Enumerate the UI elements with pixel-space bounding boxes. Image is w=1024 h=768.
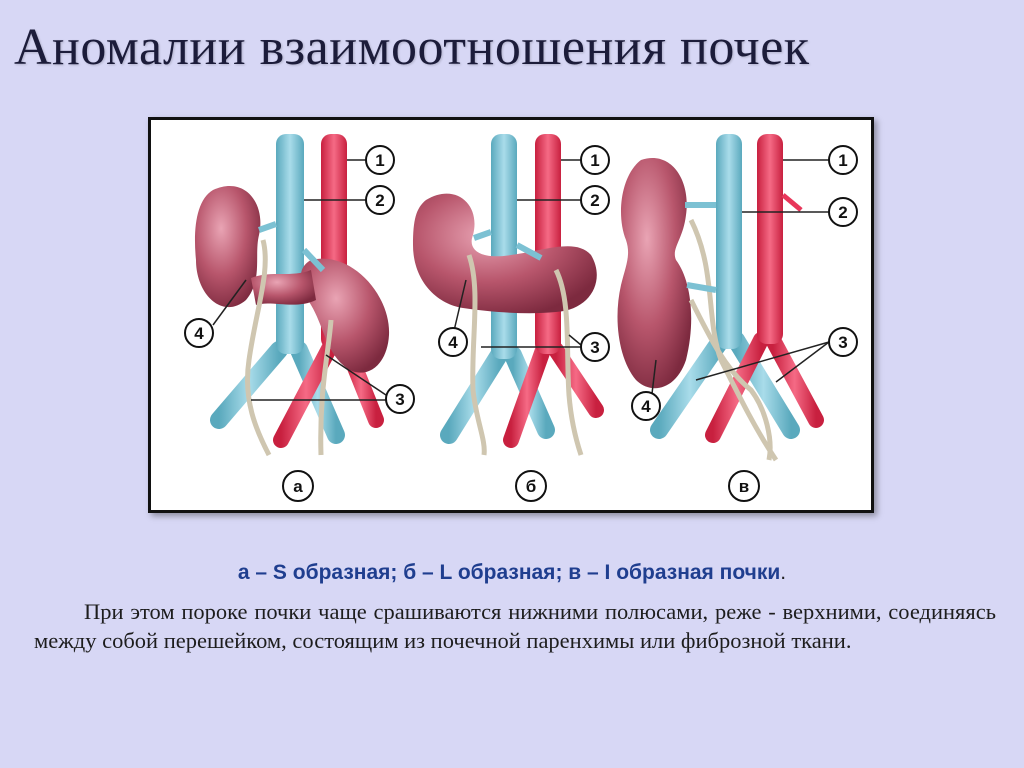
svg-text:4: 4: [641, 397, 651, 416]
panel-a-drawing: [194, 134, 390, 457]
svg-text:2: 2: [590, 191, 599, 210]
svg-text:2: 2: [838, 203, 847, 222]
svg-text:а: а: [293, 477, 303, 496]
svg-text:3: 3: [590, 338, 599, 357]
figure-illustration: 1 2 3 4 1 2 3 4 1 2 3 4 а б в: [184, 134, 858, 502]
caption-end-mark: .: [780, 561, 787, 584]
svg-text:1: 1: [838, 151, 847, 170]
panel-b-label-3: 3: [580, 332, 610, 362]
svg-text:в: в: [739, 477, 749, 496]
panel-b-label-2: 2: [580, 185, 610, 215]
svg-text:4: 4: [448, 333, 458, 352]
body-paragraph: При этом пороке почки чаще срашиваются н…: [34, 599, 996, 654]
panel-b-letter: б: [515, 470, 547, 502]
svg-text:1: 1: [590, 151, 599, 170]
panel-c-label-1: 1: [828, 145, 858, 175]
svg-text:2: 2: [375, 191, 384, 210]
figure-caption: а – S образная; б – L образная; в – I об…: [0, 561, 1024, 585]
panel-c-label-2: 2: [828, 197, 858, 227]
panel-c-label-4: 4: [631, 391, 661, 421]
panel-c-drawing: [617, 134, 830, 462]
panel-a-label-3: 3: [385, 384, 415, 414]
svg-text:3: 3: [838, 333, 847, 352]
panel-c-letter: в: [728, 470, 760, 502]
svg-text:1: 1: [375, 151, 384, 170]
panel-a-label-4: 4: [184, 318, 214, 348]
caption-text: а – S образная; б – L образная; в – I об…: [237, 561, 781, 584]
kidney-anomalies-figure: 1 2 3 4 1 2 3 4 1 2 3 4 а б в: [148, 117, 874, 513]
panel-c-label-3: 3: [828, 327, 858, 357]
panel-b-label-1: 1: [580, 145, 610, 175]
panel-a-letter: а: [282, 470, 314, 502]
panel-a-label-2: 2: [365, 185, 395, 215]
panel-a-label-1: 1: [365, 145, 395, 175]
svg-text:4: 4: [194, 324, 204, 343]
panel-b-label-4: 4: [438, 327, 468, 357]
svg-text:б: б: [526, 477, 537, 496]
svg-text:3: 3: [395, 390, 404, 409]
panel-b-drawing: [413, 134, 604, 456]
slide-title: Аномалии взаимоотношения почек: [14, 19, 810, 76]
